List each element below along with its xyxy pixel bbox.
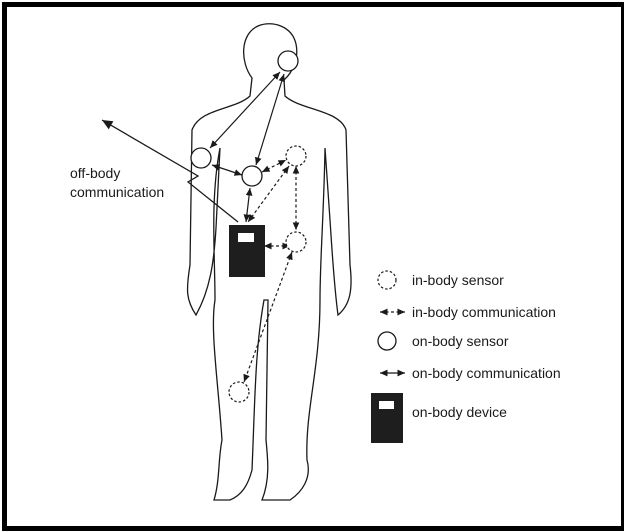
on-body-sensor-center-chest (242, 166, 262, 186)
on-body-sensor-icon (378, 332, 396, 350)
legend: in-body sensor in-body communication on-… (371, 271, 561, 443)
legend-label-in-body-sensor: in-body sensor (412, 272, 504, 288)
on-body-links (210, 72, 284, 222)
on-body-link-head-left (210, 72, 280, 148)
off-body-label: off-body communication (70, 165, 164, 200)
on-body-sensor-head (278, 51, 298, 71)
off-body-label-line2: communication (70, 184, 164, 200)
in-body-sensor-abdomen (286, 232, 306, 252)
on-body-link-center-device (246, 188, 250, 222)
on-body-device (229, 225, 265, 277)
on-body-sensor-left-chest (191, 148, 211, 168)
in-body-sensor-icon (378, 271, 396, 289)
in-body-sensor-chest (286, 146, 306, 166)
legend-label-on-body-device: on-body device (412, 404, 507, 420)
on-body-sensors (191, 51, 298, 186)
legend-label-on-body-sensor: on-body sensor (412, 333, 509, 349)
human-body-outline (188, 24, 352, 500)
in-body-sensor-leg (229, 382, 249, 402)
legend-label-in-body-communication: in-body communication (412, 304, 556, 320)
on-body-link-head-center (256, 74, 284, 165)
off-body-label-line1: off-body (70, 165, 120, 181)
in-body-link-center-chest (262, 160, 286, 172)
legend-label-on-body-communication: on-body communication (412, 365, 561, 381)
on-body-device-icon (371, 393, 403, 443)
